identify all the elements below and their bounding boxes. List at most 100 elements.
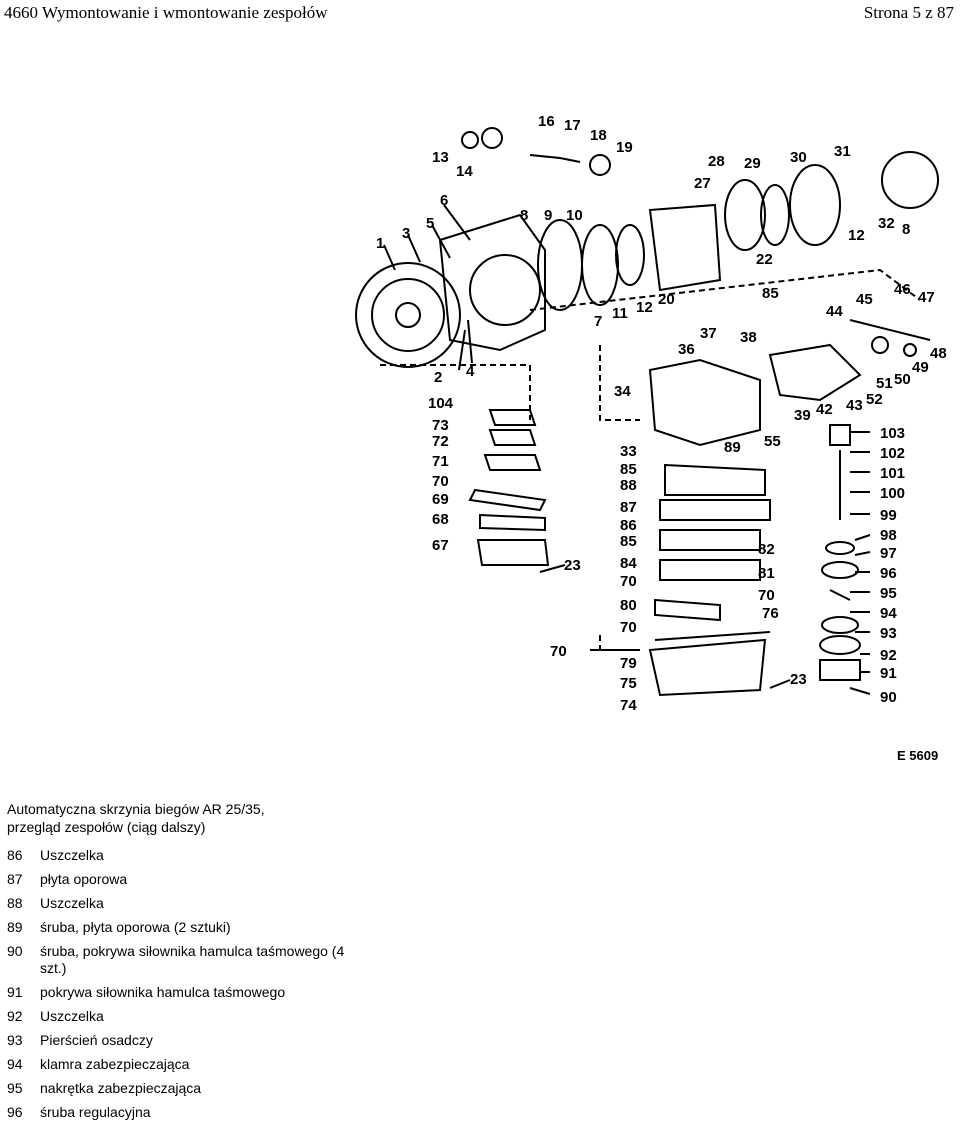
part-name: klamra zabezpieczająca — [40, 1056, 190, 1072]
part-callout-33: 33 — [620, 443, 637, 460]
part-name: śruba regulacyjna — [40, 1104, 151, 1120]
part-callout-13: 13 — [432, 149, 449, 166]
part-callout-8: 8 — [520, 207, 528, 224]
part-callout-76: 76 — [762, 605, 779, 622]
list-item: 86 Uszczelka — [7, 847, 607, 864]
part-callout-38: 38 — [740, 329, 757, 346]
part-callout-32: 32 — [878, 215, 895, 232]
clutch-drum-shape — [648, 203, 722, 292]
part-callout-104: 104 — [428, 395, 454, 412]
torque-converter-shape — [355, 262, 461, 368]
part-callout-6: 6 — [440, 192, 448, 209]
part-callout-14: 14 — [456, 163, 473, 180]
part-callout-10: 10 — [566, 207, 583, 224]
list-item: 91 pokrywa siłownika hamulca taśmowego — [7, 984, 607, 1001]
part-callout-74: 74 — [620, 697, 637, 714]
caption-line-1: Automatyczna skrzynia biegów AR 25/35, — [7, 801, 265, 817]
part-callout-70: 70 — [620, 573, 637, 590]
part-callout-68: 68 — [432, 511, 449, 528]
part-callout-101: 101 — [880, 465, 905, 482]
part-name: Pierścień osadczy — [40, 1032, 153, 1048]
part-callout-8: 8 — [902, 221, 910, 238]
part-number: 92 — [7, 1008, 23, 1024]
part-callout-29: 29 — [744, 155, 761, 172]
part-callout-97: 97 — [880, 545, 897, 562]
part-callout-42: 42 — [816, 401, 833, 418]
part-callout-20: 20 — [658, 291, 675, 308]
page-number: Strona 5 z 87 — [863, 3, 954, 22]
figure-caption: Automatyczna skrzynia biegów AR 25/35, p… — [7, 800, 265, 836]
part-callout-85: 85 — [620, 533, 637, 550]
list-item: 96 śruba regulacyjna — [7, 1104, 607, 1121]
part-callout-5: 5 — [426, 215, 434, 232]
part-name: nakrętka zabezpieczająca — [40, 1080, 202, 1096]
part-callout-31: 31 — [834, 143, 851, 160]
part-callout-23: 23 — [564, 557, 581, 574]
part-name: śruba, pokrywa siłownika hamulca taśmowe… — [40, 943, 345, 976]
page-header: 4660 Wymontowanie i wmontowanie zespołów… — [0, 0, 960, 28]
part-callout-89: 89 — [724, 439, 741, 456]
part-callout-43: 43 — [846, 397, 863, 414]
part-callout-12: 12 — [636, 299, 653, 316]
part-callout-48: 48 — [930, 345, 947, 362]
part-callout-86: 86 — [620, 517, 637, 534]
part-callout-82: 82 — [758, 541, 775, 558]
part-callout-49: 49 — [912, 359, 929, 376]
part-number: 87 — [7, 871, 23, 887]
part-callout-4: 4 — [466, 363, 475, 380]
part-number: 89 — [7, 919, 23, 935]
part-name: płyta oporowa — [40, 871, 128, 887]
part-callout-47: 47 — [918, 289, 935, 306]
list-item: 90 śruba, pokrywa siłownika hamulca taśmo… — [7, 943, 607, 977]
list-item: 92 Uszczelka — [7, 1008, 607, 1025]
transmission-case-shape — [648, 358, 761, 447]
part-callout-67: 67 — [432, 537, 449, 554]
part-callout-55: 55 — [764, 433, 781, 450]
part-callout-16: 16 — [538, 113, 555, 130]
part-name: Uszczelka — [40, 895, 104, 911]
part-callout-94: 94 — [880, 605, 897, 622]
part-callout-1: 1 — [376, 235, 384, 252]
part-callout-17: 17 — [564, 117, 581, 134]
part-callout-103: 103 — [880, 425, 905, 442]
converter-housing-shape — [438, 213, 546, 352]
part-callout-3: 3 — [402, 225, 410, 242]
part-callout-95: 95 — [880, 585, 897, 602]
part-number: 86 — [7, 847, 23, 863]
part-name: Uszczelka — [40, 847, 104, 863]
part-number: 91 — [7, 984, 23, 1000]
part-number: 94 — [7, 1056, 23, 1072]
part-callout-73: 73 — [432, 417, 449, 434]
part-callout-2: 2 — [434, 369, 442, 386]
part-callout-18: 18 — [590, 127, 607, 144]
part-callout-72: 72 — [432, 433, 449, 450]
part-callout-30: 30 — [790, 149, 807, 166]
part-callout-22: 22 — [756, 251, 773, 268]
part-callout-70: 70 — [758, 587, 775, 604]
part-callout-99: 99 — [880, 507, 897, 524]
part-callout-100: 100 — [880, 485, 905, 502]
part-callout-84: 84 — [620, 555, 637, 572]
part-callout-46: 46 — [894, 281, 911, 298]
part-callout-93: 93 — [880, 625, 897, 642]
part-name: Uszczelka — [40, 1008, 104, 1024]
part-callout-36: 36 — [678, 341, 695, 358]
oil-pan-shape — [648, 638, 767, 697]
figure-code: E 5609 — [897, 748, 938, 763]
list-item: 94 klamra zabezpieczająca — [7, 1056, 607, 1073]
part-callout-85: 85 — [762, 285, 779, 302]
part-callout-9: 9 — [544, 207, 552, 224]
document-title: 4660 Wymontowanie i wmontowanie zespołów — [4, 3, 328, 22]
part-number: 93 — [7, 1032, 23, 1048]
part-callout-85: 85 — [620, 461, 637, 478]
part-callout-90: 90 — [880, 689, 897, 706]
part-number: 96 — [7, 1104, 23, 1120]
part-callout-70: 70 — [620, 619, 637, 636]
part-number: 90 — [7, 943, 23, 959]
part-name: pokrywa siłownika hamulca taśmowego — [40, 984, 286, 1000]
part-callout-71: 71 — [432, 453, 449, 470]
